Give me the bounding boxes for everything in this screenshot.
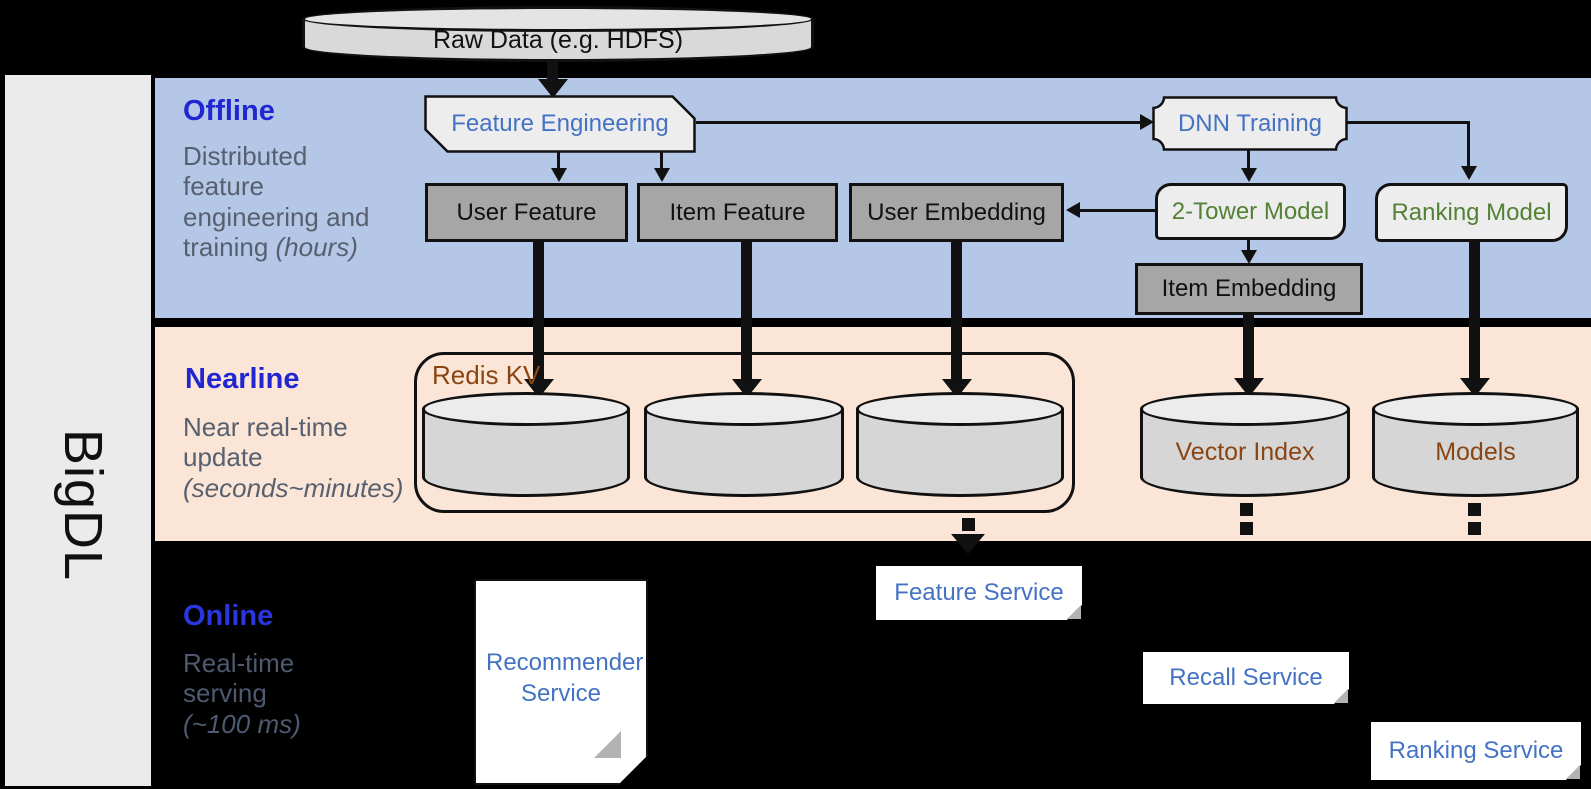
cylinder-body	[422, 409, 630, 497]
online-desc-line: Real-time	[183, 648, 295, 678]
recommender-service-page: Recommender Service	[474, 579, 648, 785]
online-desc-line: serving	[183, 678, 267, 709]
cylinder-cap	[644, 392, 844, 426]
arrow-dnn-to-rankingmodel-hshaft	[1347, 121, 1470, 124]
node-feature-engineering: Feature Engineering	[424, 95, 696, 153]
ranking-service-label: Ranking Service	[1388, 737, 1564, 764]
cylinder-cap	[422, 392, 630, 426]
redis-cylinder-3	[856, 392, 1064, 497]
node-user-embedding: User Embedding	[849, 183, 1064, 242]
vector-index-label: Vector Index	[1175, 438, 1315, 466]
offline-desc-line: engineering and	[183, 201, 370, 232]
raw-data-store: Raw Data (e.g. HDFS)	[302, 6, 814, 62]
arrow-userfeature-to-redis-shaft	[533, 241, 544, 381]
node-ranking-model: Ranking Model	[1375, 183, 1568, 242]
ranking-service-card: Ranking Service	[1371, 722, 1581, 780]
offline-desc-line: Distributed	[183, 141, 308, 171]
node-two-tower-model: 2-Tower Model	[1155, 183, 1346, 240]
arrow-fe-to-dnn-head	[1140, 114, 1154, 130]
recommender-service-page-fold	[594, 731, 621, 758]
bigdl-sidebar: BigDL	[5, 75, 151, 786]
arrow-twotower-to-itemembedding-head	[1241, 250, 1257, 264]
redis-kv-label: Redis KV	[432, 360, 541, 390]
feature-engineering-shape	[424, 95, 696, 153]
arrow-fe-to-userfeature-shaft	[557, 152, 560, 170]
node-dnn-training: DNN Training	[1152, 96, 1348, 151]
raw-data-label: Raw Data (e.g. HDFS)	[432, 26, 684, 54]
arrow-dnn-to-rankingmodel-vshaft	[1467, 121, 1470, 168]
arrow-dnn-to-rankingmodel-head	[1461, 166, 1477, 180]
ranking-model-label: Ranking Model	[1391, 198, 1552, 226]
redis-cylinder-2	[644, 392, 844, 497]
node-item-embedding: Item Embedding	[1135, 263, 1363, 315]
arrow-rankingmodel-to-models-shaft	[1469, 241, 1480, 380]
user-feature-label: User Feature	[456, 198, 597, 226]
nearline-section-description: Near real-time update (seconds~minutes)	[183, 412, 403, 503]
online-desc-line: (~100 ms)	[183, 708, 301, 739]
arrow-fe-to-itemfeature-shaft	[660, 152, 663, 170]
arrow-rawdata-to-fe-head	[538, 79, 568, 98]
recall-service-label: Recall Service	[1169, 664, 1323, 691]
arrow-fe-to-itemfeature-head	[654, 168, 670, 182]
recall-service-card-fold	[1334, 689, 1348, 703]
user-embedding-label: User Embedding	[867, 198, 1046, 226]
feature-service-card: Feature Service	[876, 566, 1082, 620]
arrow-twotower-to-itemembedding-shaft	[1247, 240, 1250, 252]
recommender-service-label: Recommender Service	[486, 649, 644, 708]
arrow-fe-to-userfeature-head	[551, 168, 567, 182]
two-tower-model-label: 2-Tower Model	[1171, 197, 1330, 225]
vector-index-store: Vector Index	[1140, 392, 1350, 497]
feature-service-card-fold	[1067, 605, 1081, 619]
item-feature-label: Item Feature	[669, 198, 806, 226]
arrow-dnn-to-twotower-head	[1241, 168, 1257, 182]
offline-desc-line: feature	[183, 171, 264, 202]
nearline-desc-line: (seconds~minutes)	[183, 472, 404, 503]
offline-desc-line: training (hours)	[183, 232, 358, 263]
cylinder-cap	[1372, 392, 1579, 426]
arrow-itemembedding-to-vectorindex-shaft	[1243, 314, 1254, 380]
arrow-dnn-to-twotower-shaft	[1247, 150, 1250, 170]
recall-service-card: Recall Service	[1143, 652, 1349, 704]
node-user-feature: User Feature	[425, 183, 628, 242]
online-section-title: Online	[183, 600, 274, 632]
online-section-description: Real-time serving (~100 ms)	[183, 648, 301, 739]
nearline-desc-line: Near real-time	[183, 412, 348, 442]
ranking-service-card-fold	[1566, 765, 1580, 779]
cylinder-body	[1372, 409, 1579, 497]
redis-kv-container	[414, 352, 1075, 513]
feature-service-label: Feature Service	[894, 579, 1064, 606]
dashed-connector-models-dash2	[1468, 522, 1481, 535]
arrow-twotower-to-userembedding-shaft	[1079, 209, 1155, 212]
arrow-fe-to-dnn-shaft	[696, 121, 1144, 124]
dashed-connector-models-dash1	[1468, 503, 1481, 516]
dnn-training-shape	[1152, 96, 1348, 151]
cylinder-cap	[1140, 392, 1350, 426]
arrow-itemfeature-to-redis-shaft	[741, 241, 752, 381]
nearline-desc-line: update	[183, 442, 263, 473]
offline-section-description: Distributed feature engineering and trai…	[183, 141, 370, 263]
feature-engineering-label: Feature Engineering	[451, 110, 669, 137]
redis-cylinder-1	[422, 392, 630, 497]
nearline-section-title: Nearline	[185, 363, 300, 395]
item-embedding-label: Item Embedding	[1161, 275, 1337, 302]
offline-section-title: Offline	[183, 95, 275, 127]
dashed-arrow-redis-to-featureservice-dash	[962, 518, 975, 531]
arrow-userembedding-to-redis-shaft	[951, 241, 962, 381]
dashed-connector-vectorindex-dash2	[1240, 522, 1253, 535]
raw-data-cylinder-cap	[302, 6, 814, 32]
arrow-rawdata-to-fe-shaft	[547, 61, 558, 81]
cylinder-cap	[856, 392, 1064, 426]
dnn-training-label: DNN Training	[1177, 109, 1323, 137]
bigdl-logo-text: BigDL	[53, 428, 113, 582]
models-label: Models	[1435, 438, 1516, 466]
node-item-feature: Item Feature	[637, 183, 838, 242]
dashed-arrow-redis-to-featureservice-head	[951, 534, 985, 554]
dashed-connector-vectorindex-dash1	[1240, 503, 1253, 516]
models-store: Models	[1372, 392, 1579, 497]
arrow-twotower-to-userembedding-head	[1066, 202, 1080, 218]
